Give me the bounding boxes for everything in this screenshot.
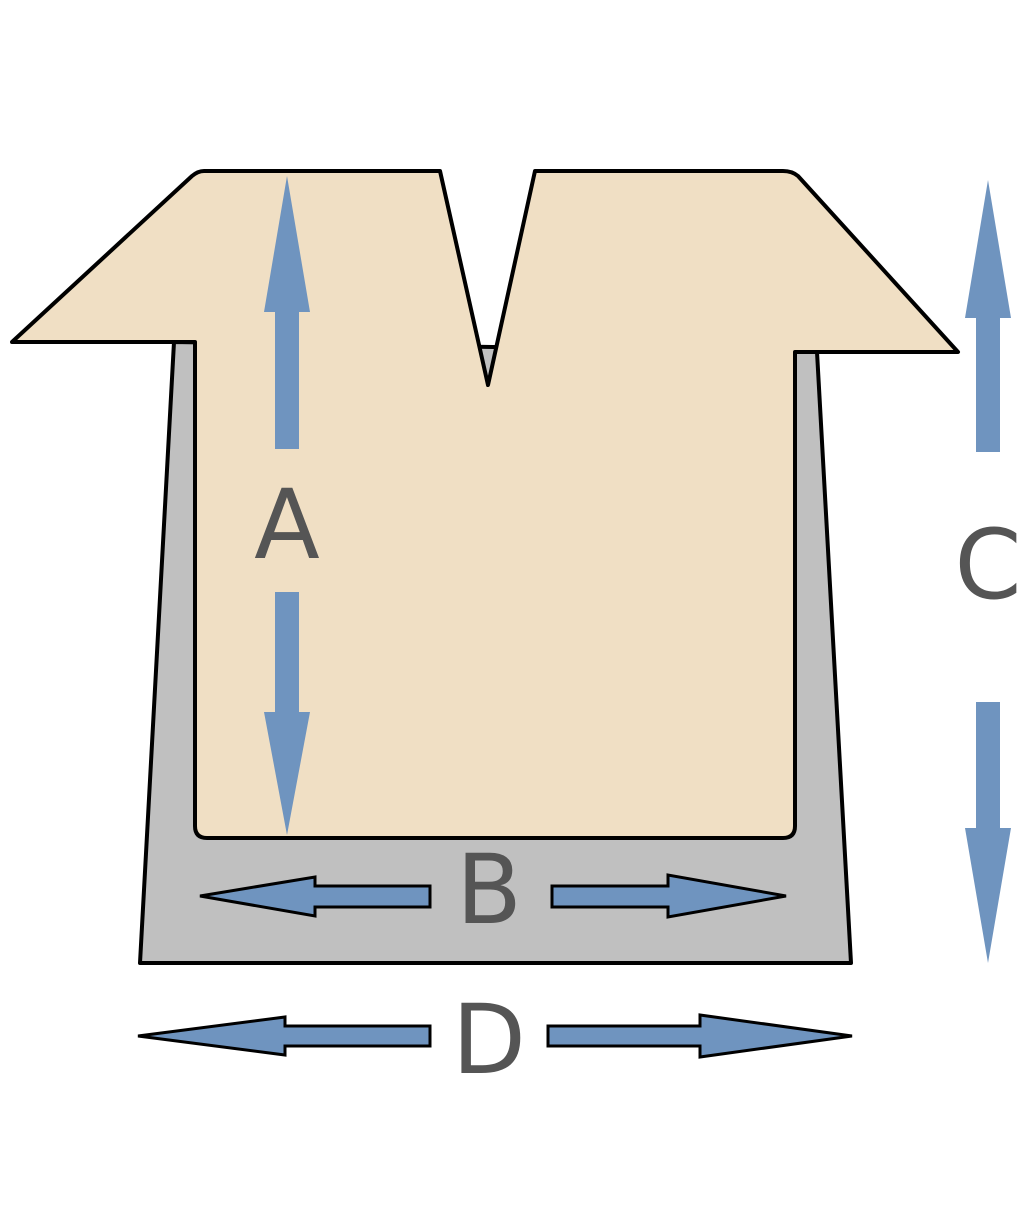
dimension-d-arrow: [137, 1013, 853, 1059]
dimension-d-label: D: [452, 984, 526, 1096]
dimension-a-arrow-up: [264, 176, 310, 449]
dimension-b-label: B: [456, 834, 522, 946]
dimension-b-arrow-left: [199, 875, 432, 918]
dimension-b-arrow-right: [550, 873, 787, 919]
dimension-b-arrow: [199, 873, 787, 919]
dimension-a-arrow-down: [264, 592, 310, 835]
dimension-d-arrow-right: [546, 1013, 853, 1059]
dimension-a-label: A: [254, 469, 320, 581]
dimension-c-arrow-down: [965, 702, 1011, 963]
dimension-c-arrow-up: [965, 180, 1011, 452]
cap-insert-shape: [10, 169, 960, 840]
dimension-a-arrow: [264, 176, 310, 835]
dimension-c-arrow: [965, 180, 1011, 963]
dimension-c-label: C: [954, 509, 1021, 621]
dimension-d-arrow-left: [137, 1015, 432, 1057]
